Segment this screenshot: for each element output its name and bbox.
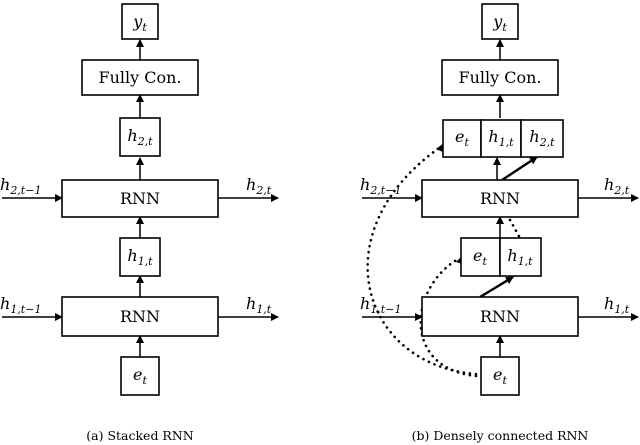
fully-connected-label: Fully Con. — [98, 68, 181, 87]
b-rnn1-label: RNN — [480, 307, 520, 326]
caption-stacked-rnn: (a) Stacked RNN — [86, 428, 194, 443]
b-h1-prev-label: h1,t−1 — [360, 294, 401, 316]
b-fully-connected-box — [441, 59, 559, 96]
panel-stacked-rnn: yt Fully Con. h2,t RNN h1,t RNN et h2,t−… — [0, 3, 279, 443]
h2-prev-label: h2,t−1 — [0, 175, 41, 197]
b-top-h1-label: h1,t — [488, 127, 514, 149]
b-input-label: et — [493, 365, 507, 387]
dotted-skip-input-to-mid-e — [419, 256, 478, 378]
output-label: yt — [132, 12, 147, 34]
b-mid-h1-label: h1,t — [507, 246, 533, 268]
rnn2-box — [61, 179, 219, 218]
b-rnn1-box — [421, 296, 579, 337]
rnn2-label: RNN — [120, 189, 160, 208]
b-top-e-label: et — [455, 127, 469, 149]
b-top-h1-box — [480, 119, 522, 158]
input-box — [120, 356, 160, 396]
b-top-h2-label: h2,t — [529, 127, 555, 149]
b-mid-e-label: et — [473, 246, 487, 268]
h1-label: h1,t — [127, 246, 153, 268]
h2-next-label: h2,t — [246, 175, 272, 197]
h1-next-label: h1,t — [246, 294, 272, 316]
fully-connected-box — [81, 59, 199, 96]
h1-prev-label: h1,t−1 — [0, 294, 41, 316]
output-box — [121, 3, 159, 40]
b-rnn2-box — [421, 179, 579, 218]
b-top-h2-box — [520, 119, 564, 158]
b-output-label: yt — [492, 12, 507, 34]
b-fully-connected-label: Fully Con. — [458, 68, 541, 87]
edge-b-rnn1-to-mid-h1 — [479, 275, 514, 299]
b-h2-next-label: h2,t — [604, 175, 630, 197]
b-h2-prev-label: h2,t−1 — [360, 175, 401, 197]
edge-b-rnn2-to-top-h2 — [501, 155, 538, 182]
dotted-skip-input-to-top-e — [366, 144, 478, 376]
b-h1-next-label: h1,t — [604, 294, 630, 316]
rnn1-label: RNN — [120, 307, 160, 326]
b-mid-h1-box — [499, 237, 542, 277]
b-top-e-box — [442, 119, 482, 158]
caption-densely-connected-rnn: (b) Densely connected RNN — [412, 428, 589, 443]
h1-box — [119, 237, 161, 277]
rnn1-box — [61, 296, 219, 337]
dotted-skip-mid-to-top — [508, 218, 522, 240]
b-input-box — [480, 356, 520, 396]
panel-densely-connected-rnn: yt Fully Con. et h1,t h2,t RNN et h1,t R… — [360, 3, 639, 443]
b-rnn2-label: RNN — [480, 189, 520, 208]
b-output-box — [481, 3, 519, 40]
input-label: et — [133, 365, 147, 387]
h2-label: h2,t — [127, 126, 153, 148]
h2-box — [119, 117, 161, 157]
